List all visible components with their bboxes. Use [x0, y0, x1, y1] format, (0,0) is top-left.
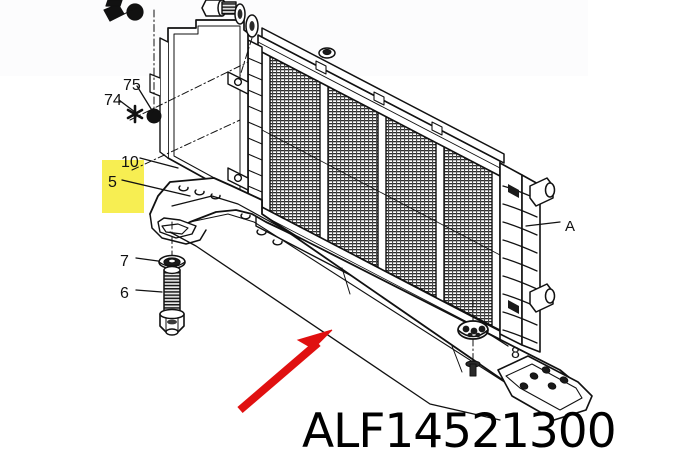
- part-number-text: ALF14521300: [302, 404, 617, 459]
- callout-label-6: 6: [120, 285, 129, 302]
- bolt-assembly: [158, 221, 186, 336]
- rubber-mount: [457, 299, 489, 377]
- callout-label-5: 5: [108, 174, 117, 191]
- clip-fastener: [126, 104, 144, 124]
- mounting-bolt: [159, 265, 185, 336]
- callout-leader-lines: [118, 85, 561, 347]
- top-stud-fastener: [201, 0, 259, 77]
- callout-label-74: 74: [104, 92, 122, 109]
- air-deflector-panel: [149, 19, 249, 201]
- radiator-left-tank: [247, 39, 263, 209]
- top-left-clips: [103, 0, 144, 22]
- red-pointer-arrow: [237, 329, 333, 414]
- callout-label-75: 75: [123, 77, 141, 94]
- radiator-side-tank: [499, 162, 556, 353]
- highlight-box: [102, 160, 144, 213]
- callout-label-10: 10: [121, 154, 139, 171]
- callout-label-7: 7: [120, 253, 129, 270]
- front-crossmember: [149, 177, 593, 421]
- callout-label-8: 8: [511, 345, 520, 362]
- callout-label-a: A: [565, 218, 576, 235]
- radiator-assembly: [247, 27, 556, 353]
